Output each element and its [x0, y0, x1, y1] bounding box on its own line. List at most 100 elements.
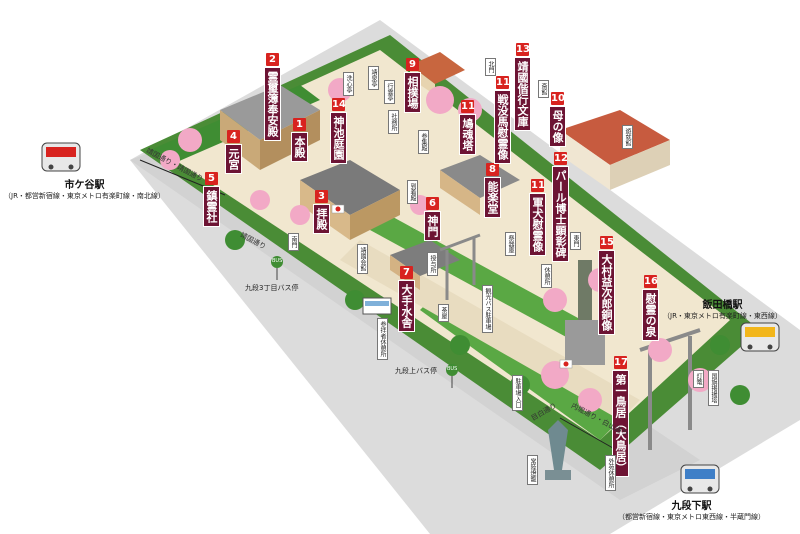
landmark-14[interactable]: 14 神池庭園	[330, 98, 347, 164]
landmark-number: 16	[644, 275, 658, 288]
station-iidabashi[interactable]: 飯田橋駅 （JR・東京メトロ有楽町線・東西線）	[663, 296, 782, 321]
facility-kounntei: 行雲亭	[384, 80, 395, 104]
landmark-12[interactable]: 12 パール博士顕彰碑	[552, 152, 569, 262]
station-lines: （JR・東京メトロ有楽町線・東西線）	[663, 312, 782, 320]
station-name: 市ケ谷駅	[64, 180, 105, 191]
landmark-number: 11	[461, 100, 475, 113]
facility-juyosho: 授与所	[427, 252, 438, 276]
landmark-5[interactable]: 5 鎮霊社	[203, 172, 220, 227]
landmark-number: 7	[400, 266, 413, 279]
bus-stop-label-kudanue: 九段上バス停	[395, 367, 437, 375]
facility-sanpai-kyukeisho: 参拝者休憩所	[377, 318, 388, 360]
landmark-7[interactable]: 7 大手水舎	[398, 266, 415, 332]
landmark-number: 9	[406, 58, 419, 71]
landmark-11a[interactable]: 11 鳩魂塔	[459, 100, 476, 155]
landmark-label: 慰霊の泉	[642, 289, 659, 341]
landmark-label: パール博士顕彰碑	[552, 166, 569, 262]
facility-chaya: 茶屋	[438, 304, 449, 322]
facility-sanshuden: 参集殿	[418, 130, 429, 154]
facility-seisentei: 靖泉亭	[368, 66, 379, 90]
landmark-number: 11	[496, 76, 510, 89]
landmark-label: 大村益次郎銅像	[598, 250, 615, 335]
bus-sign-kudanue: BUS	[447, 366, 458, 372]
landmark-label: 軍犬慰霊像	[529, 193, 546, 256]
landmark-number: 3	[315, 190, 328, 203]
landmark-label: 戦没馬慰霊像	[494, 90, 511, 164]
station-lines: （JR・都営新宿線・東京メトロ有楽町線・南北線）	[4, 192, 165, 200]
landmark-label: 母の像	[549, 106, 566, 147]
facility-bus-parking: 観光バス駐車場	[482, 285, 493, 333]
landmark-number: 11	[531, 179, 545, 192]
bus-icon	[362, 297, 392, 315]
bus-sign-kudan3: BUS	[272, 258, 283, 264]
landmark-number: 13	[516, 43, 530, 56]
facility-kaikan: 靖國会館	[357, 244, 368, 274]
landmark-number: 8	[486, 163, 499, 176]
landmark-11b[interactable]: 11 戦没馬慰霊像	[494, 76, 511, 164]
facility-gaien-kyukeisho: 外苑休憩所	[605, 455, 616, 491]
facility-senshintei: 洗心亭	[343, 72, 354, 96]
landmark-label: 能楽堂	[484, 177, 501, 218]
facility-higashimon: 東門	[570, 232, 581, 250]
landmark-label: 神池庭園	[330, 112, 347, 164]
landmark-number: 2	[266, 53, 279, 66]
station-lines: （都営新宿線・東京メトロ東西線・半蔵門線）	[618, 513, 765, 521]
landmark-1[interactable]: 1 本殿	[291, 118, 308, 162]
facility-parking-entrance: 駐車場入口	[512, 375, 523, 411]
facility-kitamon: 北門	[485, 58, 496, 76]
landmark-2[interactable]: 2 霊璽簿奉安殿	[264, 53, 281, 141]
train-icon-ichigaya	[41, 142, 81, 172]
landmark-label: 大手水舎	[398, 280, 415, 332]
facility-tourou: 灯篭	[693, 370, 704, 388]
landmark-11c[interactable]: 11 軍犬慰霊像	[529, 179, 546, 256]
landmark-9[interactable]: 9 相撲場	[404, 58, 421, 113]
facility-minamimon: 南門	[288, 233, 299, 251]
landmark-number: 15	[600, 236, 614, 249]
yushukan-building	[560, 110, 670, 190]
landmark-label: 相撲場	[404, 72, 421, 113]
landmark-16[interactable]: 16 慰霊の泉	[642, 275, 659, 341]
landmark-number: 12	[554, 152, 568, 165]
train-icon-kudanshita	[680, 464, 720, 494]
station-ichigaya[interactable]: 市ケ谷駅 （JR・都営新宿線・東京メトロ有楽町線・南北線）	[4, 176, 165, 201]
facility-kyukeisho: 休憩所	[541, 264, 552, 288]
landmark-label: 霊璽簿奉安殿	[264, 67, 281, 141]
train-icon-iidabashi	[740, 322, 780, 352]
landmark-10[interactable]: 10 母の像	[549, 92, 566, 147]
landmark-13[interactable]: 13 靖國偕行文庫	[514, 43, 531, 131]
shinmon-torii	[439, 233, 481, 300]
landmark-4[interactable]: 4 元宮	[225, 130, 242, 174]
landmark-17[interactable]: 17 第一鳥居（大鳥居）	[612, 356, 629, 477]
landmark-number: 5	[205, 172, 218, 185]
facility-tochakuden: 到着殿	[407, 180, 418, 204]
station-name: 九段下駅	[671, 501, 712, 512]
bus-stop-label-kudan3: 九段3丁目バス停	[245, 284, 299, 292]
facility-saikiko: 祭器庫	[505, 232, 516, 256]
landmark-number: 6	[426, 197, 439, 210]
landmark-8[interactable]: 8 能楽堂	[484, 163, 501, 218]
landmark-number: 4	[227, 130, 240, 143]
station-kudanshita[interactable]: 九段下駅 （都営新宿線・東京メトロ東西線・半蔵門線）	[618, 497, 765, 522]
landmark-label: 拝殿	[313, 204, 330, 234]
landmark-label: 元宮	[225, 144, 242, 174]
bus-stop-kudan3	[271, 256, 283, 280]
facility-flag-tower: 国旗掲揚塔	[708, 370, 719, 406]
facility-hitachi-lantern: 常陸燈籠	[527, 455, 538, 485]
landmark-6[interactable]: 6 神門	[424, 197, 441, 241]
bus-stop-kudanue	[446, 364, 458, 388]
landmark-number: 14	[332, 98, 346, 111]
facility-yushukan: 遊就館	[622, 125, 633, 149]
landmark-3[interactable]: 3 拝殿	[313, 190, 330, 234]
landmark-number: 17	[614, 356, 628, 369]
facility-shamusho: 社務所	[388, 110, 399, 134]
landmark-number: 10	[551, 92, 565, 105]
landmark-label: 鳩魂塔	[459, 114, 476, 155]
landmark-label: 鎮霊社	[203, 186, 220, 227]
landmark-label: 本殿	[291, 132, 308, 162]
facility-saikan: 斎館	[538, 80, 549, 98]
landmark-number: 1	[293, 118, 306, 131]
station-name: 飯田橋駅	[702, 300, 743, 311]
hitachi-lantern	[545, 420, 571, 480]
landmark-15[interactable]: 15 大村益次郎銅像	[598, 236, 615, 335]
